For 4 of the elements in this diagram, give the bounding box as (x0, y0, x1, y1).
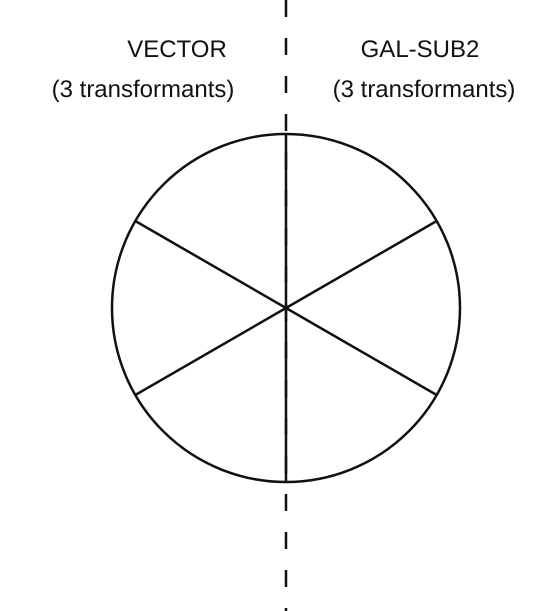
column-label: VECTOR (127, 38, 227, 62)
column-label: GAL-SUB2 (360, 38, 480, 62)
column-label: (3 transformants) (332, 78, 516, 102)
column-label: (3 transformants) (52, 78, 234, 102)
